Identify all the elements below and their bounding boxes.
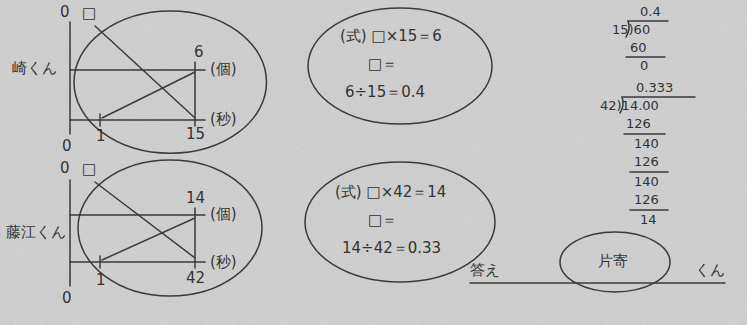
axis-line xyxy=(69,180,71,286)
circled-group: (式) □×42＝14 □＝ 14÷42＝0.33 xyxy=(303,160,497,284)
tick-line xyxy=(99,256,101,268)
division-step: 126 xyxy=(626,116,651,131)
equation-text: 6÷15＝0.4 xyxy=(345,84,425,101)
answer-suffix: くん xyxy=(695,262,725,279)
division-remainder: 14 xyxy=(640,212,657,227)
unknown-box: □ xyxy=(82,161,96,178)
time-value: 42 xyxy=(186,270,205,287)
division-dividend: 15)60 xyxy=(612,22,650,37)
unknown-box: □ xyxy=(82,5,96,22)
tick-line xyxy=(194,208,196,268)
proportion-line xyxy=(95,26,195,118)
student-name: 崎くん xyxy=(12,60,57,77)
division-step: 140 xyxy=(634,174,659,189)
division-bar xyxy=(630,171,668,173)
division-bar xyxy=(624,133,665,135)
time-value: 15 xyxy=(186,126,205,143)
axis-line xyxy=(69,22,71,134)
equation-text: 14÷42＝0.33 xyxy=(342,240,441,257)
time-value: 1 xyxy=(96,272,106,289)
axis-zero: 0 xyxy=(60,160,70,177)
division-bar xyxy=(630,209,668,211)
division-step: 140 xyxy=(634,136,659,151)
equation-text: □＝ xyxy=(368,212,397,229)
division-step: 126 xyxy=(634,192,659,207)
division-dividend: 42)14.00 xyxy=(600,98,659,113)
time-value: 1 xyxy=(96,128,106,145)
ellipse-outline xyxy=(305,162,495,282)
unit-label: (個) xyxy=(210,206,237,223)
division-quotient: 0.4 xyxy=(640,4,661,19)
ellipse-outline xyxy=(308,8,492,124)
answer-label: 答え xyxy=(470,262,500,279)
answer-name: 片寄 xyxy=(598,253,628,270)
hand-drawn-ellipse xyxy=(306,6,494,126)
proportion-line xyxy=(95,182,195,258)
unit-label: (個) xyxy=(210,61,237,78)
division-step: 126 xyxy=(634,154,659,169)
equation-text: □＝ xyxy=(368,56,397,73)
division-bar xyxy=(626,56,665,58)
axis-zero: 0 xyxy=(62,290,72,307)
student-name: 藤江くん xyxy=(6,224,66,241)
hand-drawn-ellipse xyxy=(303,160,497,284)
axis-zero: 0 xyxy=(60,4,70,21)
quantity-value: 14 xyxy=(186,190,205,207)
unit-label: (秒) xyxy=(210,254,237,271)
proportion-line xyxy=(102,218,195,260)
ellipse-outline xyxy=(74,11,267,153)
axis-zero: 0 xyxy=(62,138,72,155)
proportion-line xyxy=(102,72,195,118)
answer-underline xyxy=(470,282,725,284)
number-line xyxy=(70,119,205,121)
tick-line xyxy=(99,114,101,126)
division-quotient: 0.333 xyxy=(636,80,673,95)
circled-group: 片寄 xyxy=(558,230,672,294)
unit-label: (秒) xyxy=(210,111,237,128)
division-step: 60 xyxy=(630,40,647,55)
number-line xyxy=(70,69,205,71)
equation-text: (式) □×15＝6 xyxy=(340,28,442,45)
equation-text: (式) □×42＝14 xyxy=(335,184,446,201)
division-remainder: 0 xyxy=(640,58,648,73)
quantity-value: 6 xyxy=(194,44,204,61)
circled-group: (式) □×15＝6 □＝ 6÷15＝0.4 xyxy=(306,6,494,126)
ellipse-outline xyxy=(560,232,670,292)
ellipse-outline xyxy=(78,160,262,296)
